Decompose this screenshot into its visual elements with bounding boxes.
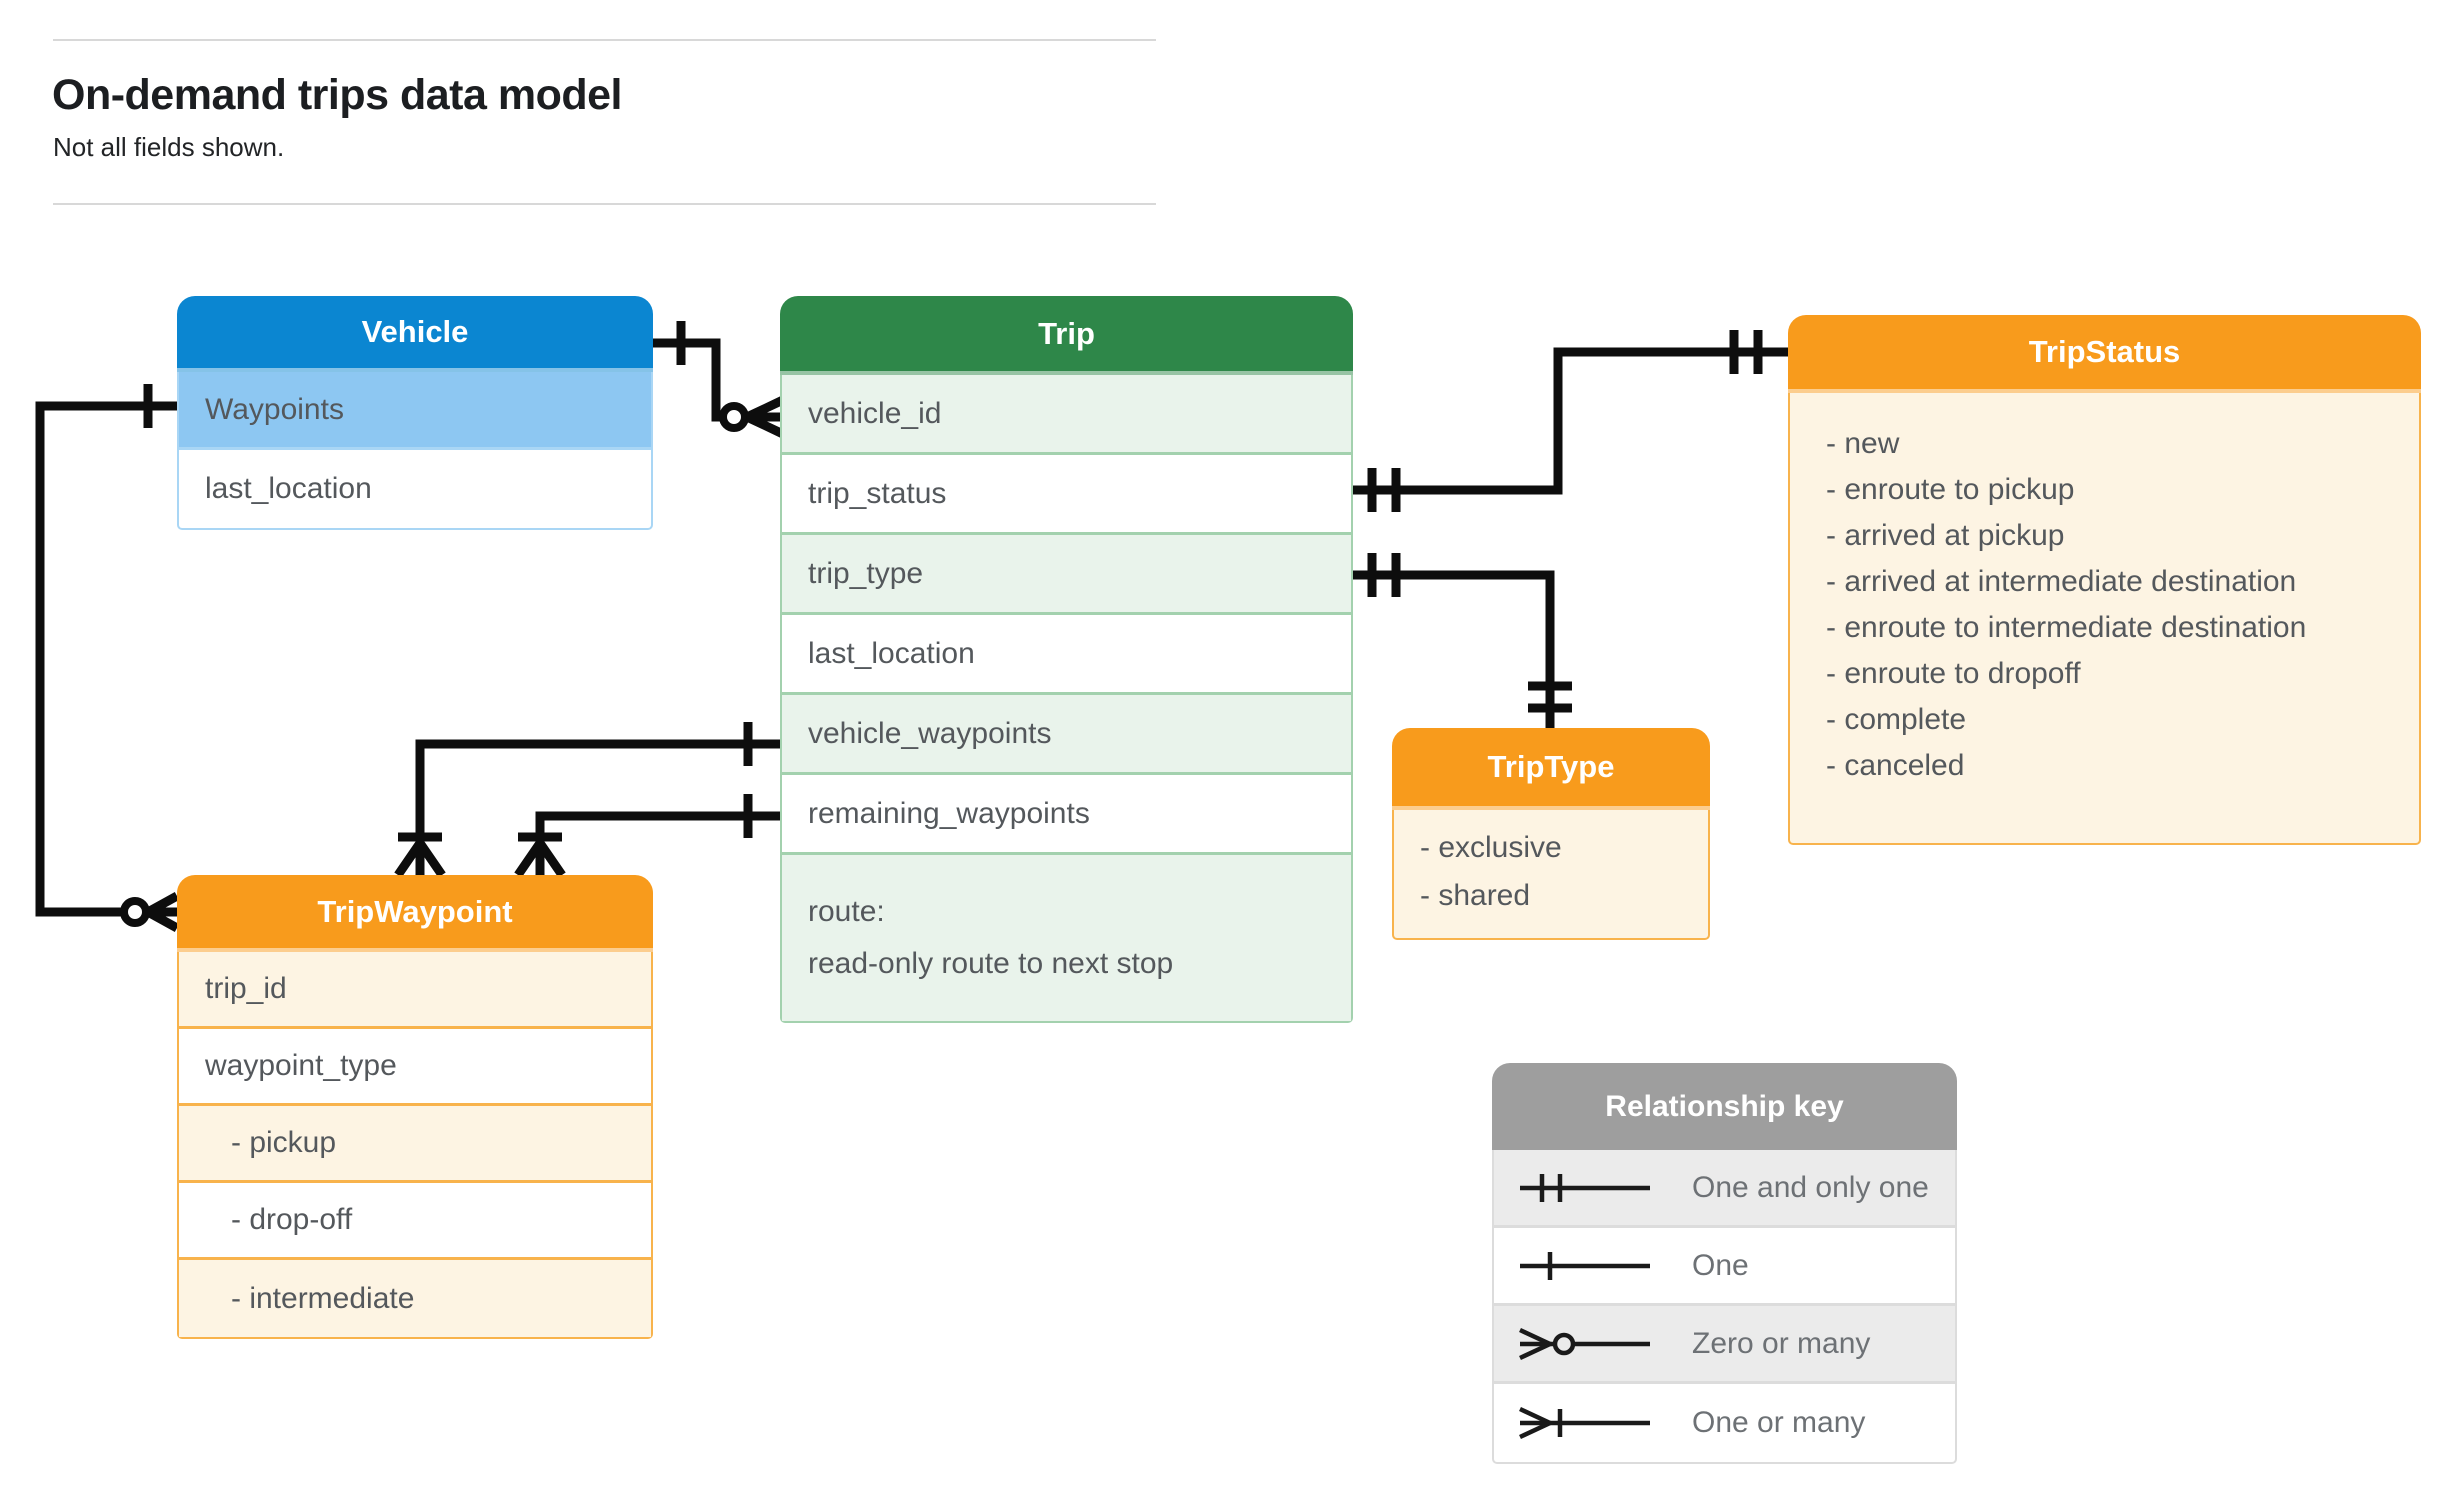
entity-trip: Trip vehicle_id trip_status trip_type la… — [780, 296, 1353, 1023]
field-vehicle-id: vehicle_id — [782, 375, 1351, 455]
connector-trip-triptype — [1353, 570, 1555, 728]
field-vehicle-waypoints: vehicle_waypoints — [782, 695, 1351, 775]
connector-trip-tripstatus — [1353, 347, 1788, 495]
relationship-key: Relationship key One and only one One — [1492, 1063, 1957, 1464]
legend-row-one-and-only-one: One and only one — [1494, 1150, 1955, 1228]
legend-label: One — [1692, 1248, 1749, 1282]
legend-row-one-or-many: One or many — [1494, 1384, 1955, 1462]
entity-tripstatus-title: TripStatus — [2028, 334, 2181, 369]
connector-trip-remainingwaypoints — [535, 811, 780, 843]
field-label: - intermediate — [231, 1281, 415, 1315]
legend-row-zero-or-many: Zero or many — [1494, 1306, 1955, 1384]
enum-intermediate: - intermediate — [179, 1260, 651, 1337]
entity-tripwaypoint-title: TripWaypoint — [317, 893, 513, 929]
enum-value: - canceled — [1826, 749, 1965, 782]
page-subtitle: Not all fields shown. — [53, 132, 285, 162]
relationship-key-body: One and only one One Zero or many On — [1492, 1150, 1957, 1464]
entity-triptype: TripType - exclusive - shared — [1392, 728, 1710, 940]
relationship-key-header: Relationship key — [1492, 1063, 1957, 1150]
field-waypoints: Waypoints — [179, 372, 651, 450]
field-label: waypoint_type — [205, 1049, 397, 1082]
entity-trip-header: Trip — [780, 296, 1353, 375]
legend-label: One and only one — [1692, 1170, 1929, 1204]
field-label: last_location — [205, 472, 372, 505]
enum-value: - exclusive — [1420, 831, 1562, 864]
field-label: last_location — [808, 636, 975, 670]
entity-tripstatus-body: - new - enroute to pickup - arrived at p… — [1788, 393, 2421, 845]
enum-value: - new — [1826, 427, 1900, 460]
zero-or-many-icon — [1519, 1327, 1650, 1360]
field-last-location: last_location — [179, 450, 651, 528]
field-sublabel: read-only route to next stop — [808, 947, 1174, 980]
enum-pickup: - pickup — [179, 1106, 651, 1183]
enum-value: - arrived at intermediate destination — [1826, 565, 2297, 598]
connector-vehicle-tripwaypoint — [35, 401, 177, 917]
entity-vehicle-title: Vehicle — [361, 314, 469, 349]
bottom-divider — [53, 203, 1156, 205]
entity-tripstatus-header: TripStatus — [1788, 315, 2421, 393]
enum-value: - enroute to dropoff — [1826, 657, 2081, 690]
enum-value: - enroute to intermediate destination — [1826, 611, 2307, 644]
legend-label: One or many — [1692, 1406, 1866, 1439]
field-trip-status: trip_status — [782, 455, 1351, 535]
field-label: trip_status — [808, 476, 947, 510]
field-label: route: — [808, 895, 885, 928]
one-and-only-one-icon — [1520, 1173, 1650, 1202]
entity-triptype-title: TripType — [1487, 749, 1615, 784]
field-route: route: read-only route to next stop — [782, 855, 1351, 1021]
field-waypoint-type: waypoint_type — [179, 1029, 651, 1106]
field-label: trip_type — [808, 556, 924, 590]
one-icon — [1520, 1251, 1650, 1280]
entity-tripwaypoint-header: TripWaypoint — [177, 875, 653, 952]
field-label: vehicle_id — [808, 396, 942, 430]
entity-vehicle: Vehicle Waypoints last_location — [177, 296, 653, 530]
field-label: - pickup — [231, 1126, 337, 1159]
legend-label: Zero or many — [1692, 1326, 1871, 1360]
field-last-location: last_location — [782, 615, 1351, 695]
field-label: remaining_waypoints — [808, 796, 1090, 830]
connector-vehicle-trip — [653, 338, 721, 422]
entity-vehicle-body: Waypoints last_location — [177, 372, 653, 530]
legend-row-one: One — [1494, 1228, 1955, 1306]
enum-value: - arrived at pickup — [1826, 519, 2065, 552]
entity-trip-body: vehicle_id trip_status trip_type last_lo… — [780, 375, 1353, 1023]
entity-tripwaypoint: TripWaypoint trip_id waypoint_type - pic… — [177, 875, 653, 1339]
connector-trip-vehiclewaypoints — [415, 739, 780, 843]
relationship-key-title: Relationship key — [1605, 1089, 1844, 1123]
entity-vehicle-header: Vehicle — [177, 296, 653, 372]
field-remaining-waypoints: remaining_waypoints — [782, 775, 1351, 855]
field-label: - drop-off — [231, 1203, 353, 1236]
enum-value: - shared — [1420, 879, 1531, 912]
entity-triptype-header: TripType — [1392, 728, 1710, 810]
field-label: vehicle_waypoints — [808, 716, 1052, 750]
entity-trip-title: Trip — [1038, 315, 1095, 351]
field-label: trip_id — [205, 972, 287, 1005]
field-label: Waypoints — [205, 392, 344, 426]
enum-value: - enroute to pickup — [1826, 473, 2075, 506]
one-or-many-icon — [1519, 1406, 1650, 1440]
entity-triptype-body: - exclusive - shared — [1392, 810, 1710, 940]
entity-tripstatus: TripStatus - new - enroute to pickup - a… — [1788, 315, 2421, 845]
enum-value: - complete — [1826, 703, 1967, 736]
top-divider — [53, 39, 1156, 41]
page-title: On-demand trips data model — [52, 71, 622, 119]
field-trip-type: trip_type — [782, 535, 1351, 615]
enum-drop-off: - drop-off — [179, 1183, 651, 1260]
field-trip-id: trip_id — [179, 952, 651, 1029]
entity-tripwaypoint-body: trip_id waypoint_type - pickup - drop-of… — [177, 952, 653, 1339]
